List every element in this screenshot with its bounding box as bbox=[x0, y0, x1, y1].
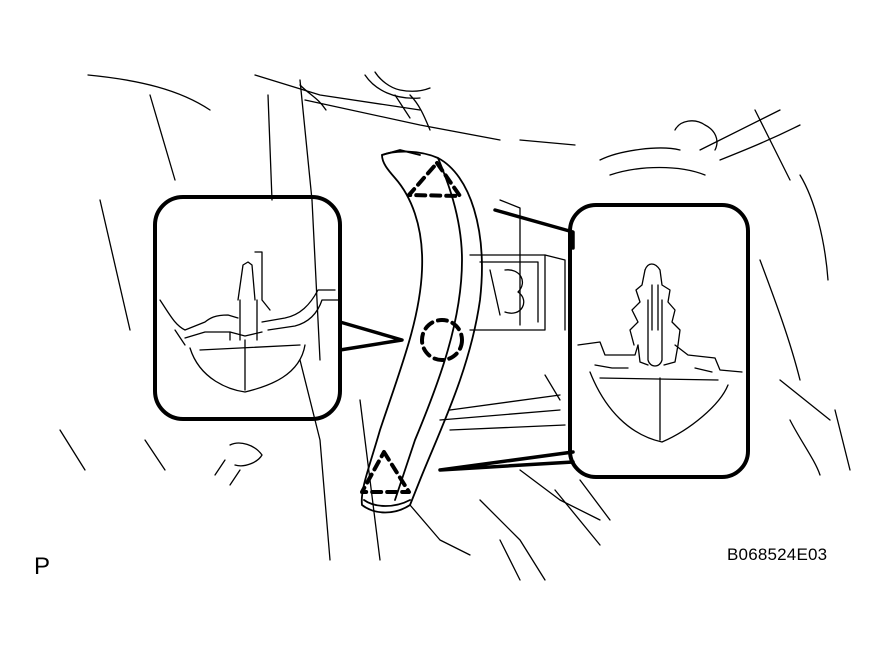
background-interior-lines bbox=[60, 72, 850, 580]
right-callout bbox=[440, 205, 748, 477]
left-callout-frame bbox=[155, 197, 340, 419]
clip-markers bbox=[362, 163, 462, 492]
pillar-garnish bbox=[362, 150, 482, 513]
right-callout-frame bbox=[570, 205, 748, 477]
triangle-marker-bottom bbox=[362, 452, 409, 492]
view-letter-label: P bbox=[34, 553, 51, 580]
left-callout bbox=[155, 197, 402, 419]
circle-marker-middle bbox=[422, 320, 462, 360]
figure-code-label: B068524E03 bbox=[727, 545, 828, 564]
triangle-marker-top bbox=[409, 163, 460, 196]
